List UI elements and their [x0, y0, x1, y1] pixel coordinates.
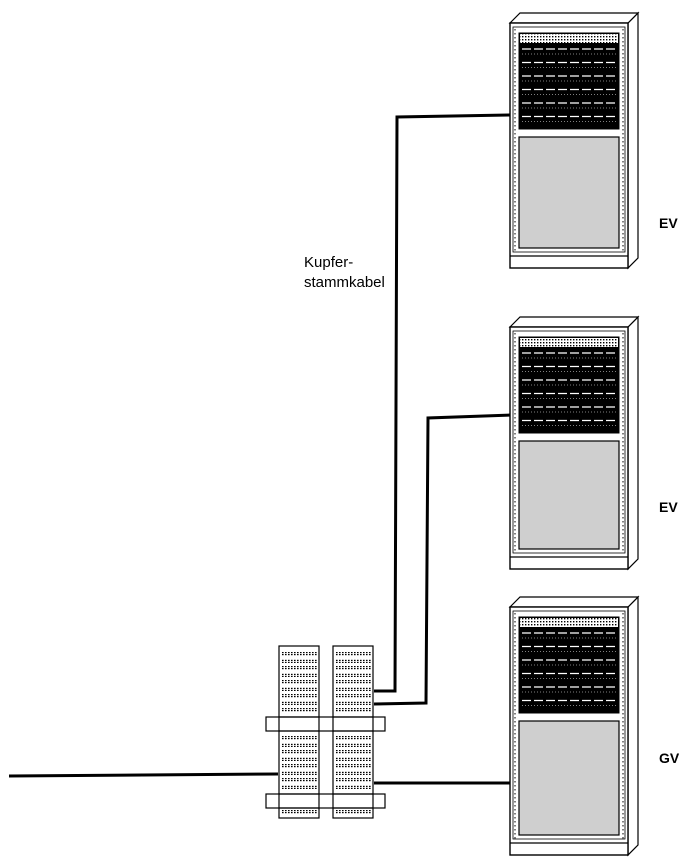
cabinet-top-face: [508, 316, 640, 328]
mounting-bar-top: [265, 716, 386, 732]
terminal-row: [281, 810, 317, 814]
terminal-row: [281, 736, 317, 740]
terminal-row: [281, 778, 317, 782]
terminal-row: [335, 666, 371, 670]
terminal-row: [281, 750, 317, 754]
terminal-row: [335, 694, 371, 698]
terminal-row: [335, 757, 371, 761]
terminal-row: [335, 736, 371, 740]
terminal-row: [281, 694, 317, 698]
terminal-row: [335, 771, 371, 775]
terminal-row: [281, 785, 317, 789]
cabinet-side: [627, 11, 639, 270]
terminal-row: [335, 701, 371, 705]
storage-compartment: [518, 440, 620, 550]
terminal-rows: [281, 652, 371, 814]
cabinet-top-face: [508, 12, 640, 24]
terminal-row: [281, 687, 317, 691]
terminal-row: [335, 652, 371, 656]
cables: [8, 113, 512, 785]
trunk-cable-middle: [373, 413, 512, 706]
cabinet-side: [627, 315, 639, 571]
cabinet-gv-bottom: [508, 595, 640, 857]
cabinet-ev-top: [508, 11, 640, 270]
terminal-row: [281, 764, 317, 768]
terminal-row: [335, 687, 371, 691]
terminal-row: [335, 743, 371, 747]
cabinet-middle-label: EV: [659, 499, 678, 515]
cabinet-top-face: [508, 596, 640, 608]
terminal-row: [335, 750, 371, 754]
port-row: [520, 338, 618, 347]
terminal-row: [335, 673, 371, 677]
cabinet-ev-middle: [508, 315, 640, 571]
cable-label-line1: Kupfer-: [304, 254, 353, 271]
terminal-row: [335, 680, 371, 684]
terminal-row: [281, 708, 317, 712]
trunk-cable-top: [374, 113, 512, 693]
mounting-bar-bottom: [265, 793, 386, 809]
port-row: [520, 618, 618, 627]
terminal-row: [335, 778, 371, 782]
cable-label-line2: stammkabel: [304, 274, 385, 291]
terminal-row: [281, 659, 317, 663]
terminal-strip-right: [332, 645, 374, 819]
terminal-row: [335, 659, 371, 663]
terminal-row: [335, 764, 371, 768]
feed-cable-left: [8, 772, 279, 778]
cabinet-top-label: EV: [659, 215, 678, 231]
cabinet-side: [627, 595, 639, 857]
port-row: [520, 34, 618, 43]
terminal-row: [335, 810, 371, 814]
terminal-row: [281, 666, 317, 670]
terminal-row: [281, 771, 317, 775]
terminal-row: [281, 673, 317, 677]
terminal-row: [335, 785, 371, 789]
terminal-strip-left: [278, 645, 320, 819]
terminal-row: [281, 743, 317, 747]
storage-compartment: [518, 136, 620, 249]
terminal-row: [281, 757, 317, 761]
storage-compartment: [518, 720, 620, 836]
terminal-row: [281, 701, 317, 705]
terminal-row: [335, 708, 371, 712]
terminal-row: [281, 680, 317, 684]
cabinet-bottom-label: GV: [659, 750, 680, 766]
terminal-block: [265, 645, 386, 819]
terminal-row: [281, 652, 317, 656]
